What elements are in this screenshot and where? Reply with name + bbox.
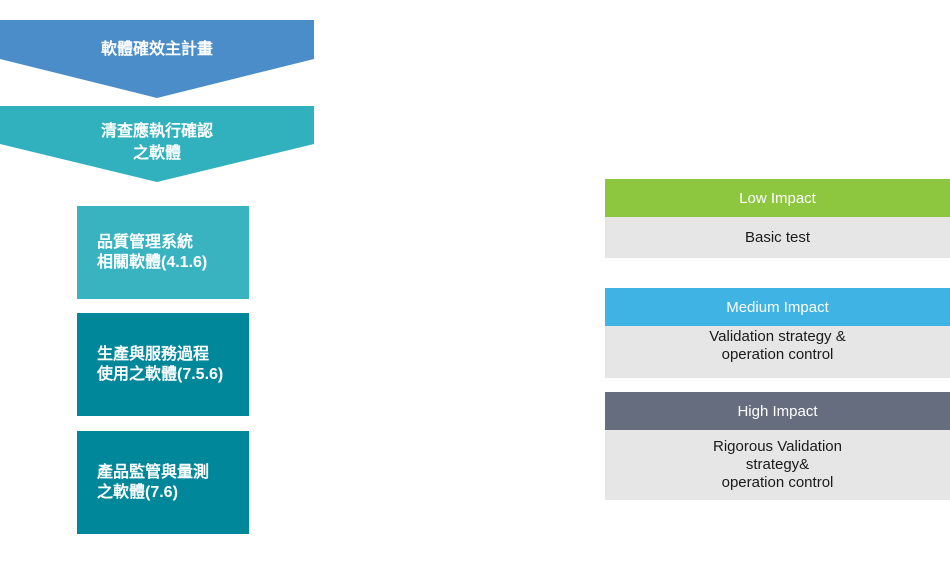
production-software-line2: 使用之軟體(7.5.6)	[97, 365, 224, 383]
flow-step-inventory-line1: 清查應執行確認	[100, 123, 213, 140]
high-impact-body: Rigorous Validation strategy& operation …	[605, 430, 950, 500]
low-impact-label: Low Impact	[739, 189, 816, 207]
medium-impact-label: Medium Impact	[726, 298, 829, 316]
qms-software-box: 品質管理系統 相關軟體(4.1.6)	[77, 206, 249, 299]
flow-step-master-plan-label: 軟體確效主計畫	[100, 41, 213, 58]
low-impact-body: Basic test	[605, 217, 950, 258]
low-impact-header: Low Impact	[605, 179, 950, 217]
high-impact-text-3: operation control	[721, 474, 834, 491]
medium-impact-text-2: operation control	[721, 346, 834, 363]
monitoring-software-line2: 之軟體(7.6)	[97, 483, 178, 501]
medium-impact-header: Medium Impact	[605, 288, 950, 326]
monitoring-software-box: 產品監管與量測 之軟體(7.6)	[77, 431, 249, 534]
high-impact-text-1: Rigorous Validation	[713, 438, 842, 455]
flow-step-master-plan: 軟體確效主計畫	[0, 20, 314, 98]
medium-impact-body: Validation strategy & operation control	[605, 326, 950, 378]
monitoring-software-line1: 產品監管與量測	[97, 463, 210, 481]
high-impact-header: High Impact	[605, 392, 950, 430]
flow-step-inventory-line2: 之軟體	[132, 145, 181, 162]
flow-step-inventory: 清查應執行確認 之軟體	[0, 106, 314, 182]
high-impact-label: High Impact	[737, 402, 818, 420]
production-software-box: 生產與服務過程 使用之軟體(7.5.6)	[77, 313, 249, 416]
qms-software-line1: 品質管理系統	[97, 233, 194, 251]
qms-software-line2: 相關軟體(4.1.6)	[97, 253, 208, 271]
medium-impact-text-1: Validation strategy &	[709, 328, 846, 345]
low-impact-text-1: Basic test	[744, 228, 811, 246]
high-impact-text-2: strategy&	[745, 456, 810, 473]
production-software-line1: 生產與服務過程	[97, 345, 210, 363]
